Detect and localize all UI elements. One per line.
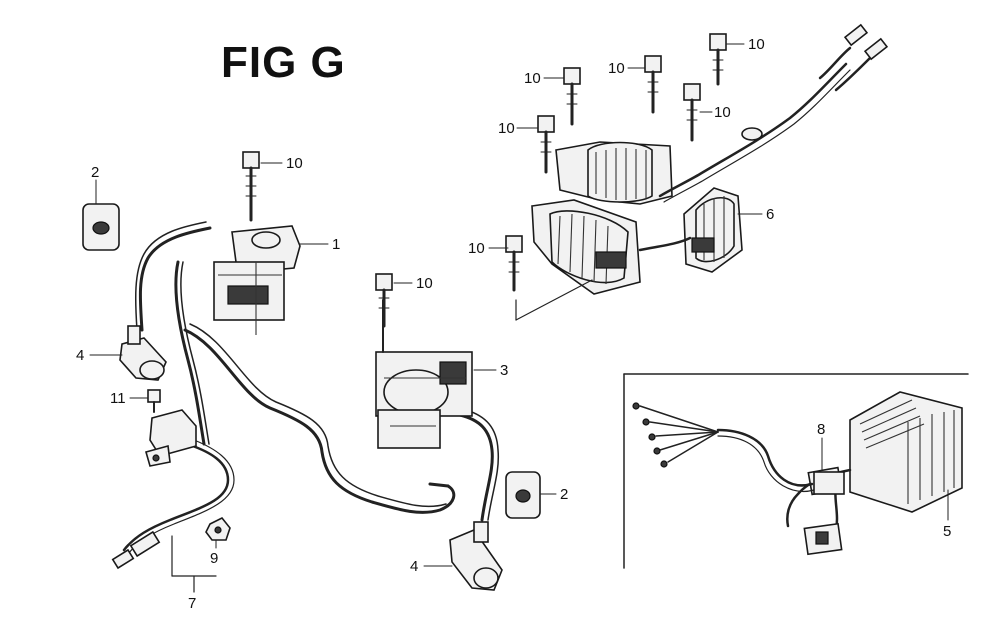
bolt-10-g — [683, 83, 701, 142]
callout-3: 3 — [500, 362, 508, 379]
grommet-upper — [82, 203, 120, 251]
bolt-10-d — [537, 115, 555, 174]
bolt-10-b — [375, 273, 393, 328]
bolt-10-h — [709, 33, 727, 86]
grommet-lower — [505, 471, 541, 519]
leader-lines — [89, 43, 949, 567]
ignition-coil-upper — [213, 225, 301, 335]
callout-10-c: 10 — [468, 240, 485, 257]
spark-plug-cap-upper — [119, 325, 167, 381]
regulator-inset-frame — [623, 373, 969, 569]
callout-10-d: 10 — [498, 120, 515, 137]
callout-11: 11 — [110, 390, 126, 407]
callout-5: 5 — [943, 523, 951, 540]
coupler-connector — [813, 471, 845, 495]
callout-10-e: 10 — [524, 70, 541, 87]
bolt-10-f — [644, 55, 662, 114]
ignition-coil-middle — [375, 299, 473, 449]
callout-1: 1 — [332, 236, 340, 253]
bolt-10-a — [242, 151, 260, 222]
callout-6: 6 — [766, 206, 774, 223]
callout-10-a: 10 — [286, 155, 303, 172]
figure-title: FIG G — [221, 38, 346, 87]
spark-plug-cap-lower — [449, 521, 503, 591]
callout-4-upper: 4 — [76, 347, 84, 364]
callout-9: 9 — [210, 550, 218, 567]
small-screw — [147, 389, 161, 413]
stator-coil-assembly — [515, 23, 889, 321]
lead-wire-terminal — [111, 530, 217, 593]
callout-labels: 10 1 2 4 11 10 3 2 4 10 10 10 10 10 10 6… — [76, 36, 951, 612]
callout-7: 7 — [188, 595, 196, 612]
callout-10-g: 10 — [714, 104, 731, 121]
regulator-rectifier — [632, 391, 963, 556]
callout-10-h: 10 — [748, 36, 765, 53]
bolt-10-e — [563, 67, 581, 126]
callout-2-lower: 2 — [560, 486, 568, 503]
callout-8: 8 — [817, 421, 825, 438]
sensor-switch-body — [145, 409, 197, 467]
main-wire-harness — [122, 221, 500, 555]
callout-10-f: 10 — [608, 60, 625, 77]
bolt-10-c — [505, 235, 523, 292]
callout-2-upper: 2 — [91, 164, 99, 181]
hex-nut — [205, 516, 231, 541]
callout-4-lower: 4 — [410, 558, 418, 575]
callout-10-b: 10 — [416, 275, 433, 292]
